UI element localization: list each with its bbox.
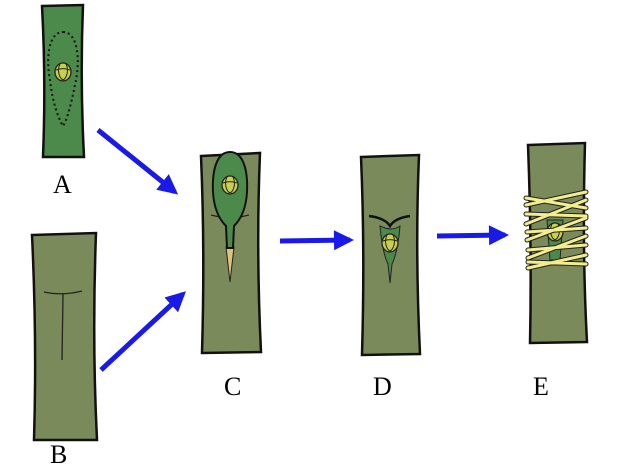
label-e: E xyxy=(533,372,549,401)
panel-e: E xyxy=(523,141,589,401)
tie-wrap-strands xyxy=(524,190,588,270)
arrow-c-to-d xyxy=(279,230,354,251)
panel-c: C xyxy=(199,150,263,401)
panel-d: D xyxy=(359,153,422,401)
bud-icon xyxy=(221,175,239,195)
label-c: C xyxy=(224,372,241,401)
bud-icon xyxy=(54,62,72,82)
panel-a: A xyxy=(40,3,86,199)
arrow-d-to-e xyxy=(436,225,509,246)
t-cut xyxy=(368,214,411,229)
arrow-b-to-c xyxy=(99,291,186,372)
bud-icon xyxy=(381,233,399,253)
cut-outline xyxy=(47,30,79,128)
bud-shield xyxy=(211,150,249,249)
rootstock-stem xyxy=(30,231,99,442)
label-a: A xyxy=(53,170,72,199)
label-d: D xyxy=(373,372,392,401)
arrow-a-to-c xyxy=(96,128,179,195)
arrows xyxy=(96,128,509,372)
label-b: B xyxy=(50,440,67,469)
panel-b: B xyxy=(30,231,99,469)
t-cut xyxy=(43,290,83,361)
